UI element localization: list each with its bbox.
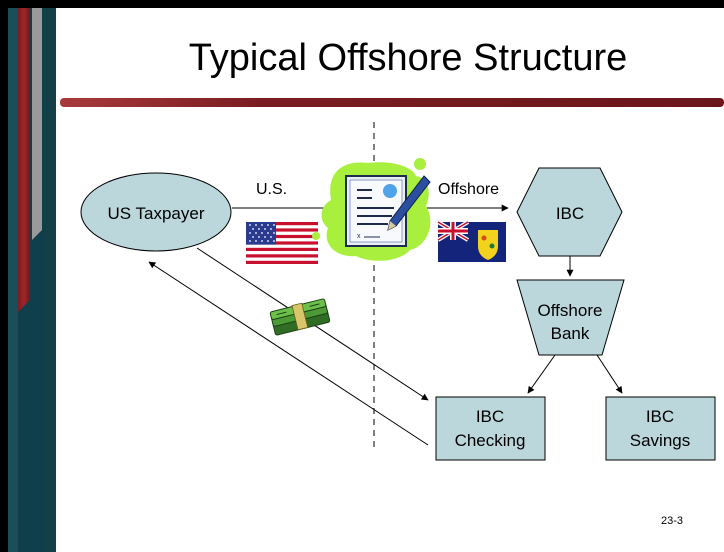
page-number: 23-3 <box>661 515 683 527</box>
side-band <box>8 8 56 552</box>
money-stack-icon <box>269 298 331 336</box>
node-ibc-checking-label-1: IBC <box>476 407 504 426</box>
arrow-bank-to-savings <box>596 354 623 394</box>
node-ibc <box>516 167 623 257</box>
svg-text:x: x <box>357 233 361 240</box>
node-ibc-label: IBC <box>556 204 584 223</box>
node-us-taxpayer <box>80 172 232 252</box>
node-us-taxpayer-label: US Taxpayer <box>107 204 204 223</box>
label-offshore: Offshore <box>438 181 499 198</box>
title-rule <box>60 98 724 107</box>
node-offshore-bank-label-2: Bank <box>551 324 590 343</box>
label-us: U.S. <box>256 181 287 198</box>
turks-caicos-flag-icon <box>436 220 506 262</box>
node-offshore-bank-label-1: Offshore <box>538 301 603 320</box>
signed-document-icon: x <box>312 158 431 261</box>
us-flag-icon <box>246 222 318 264</box>
node-ibc-checking-label-2: Checking <box>455 431 526 450</box>
node-ibc-checking <box>435 396 546 461</box>
arrow-bank-to-checking <box>527 354 556 394</box>
node-ibc-savings-label-2: Savings <box>630 431 690 450</box>
node-offshore-bank <box>516 279 625 356</box>
slide-title: Typical Offshore Structure <box>189 37 628 79</box>
node-ibc-savings <box>605 396 716 461</box>
arrow-checking-to-taxpayer <box>148 261 429 446</box>
node-ibc-savings-label-1: IBC <box>646 407 674 426</box>
